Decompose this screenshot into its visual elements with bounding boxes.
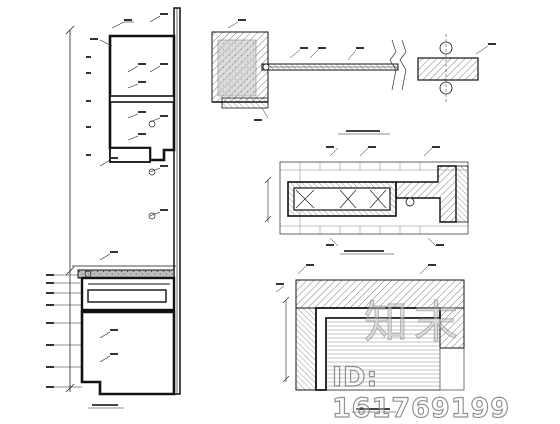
bottom-right-plan-view	[275, 264, 465, 413]
watermark-id: ID: 161769199	[331, 361, 511, 424]
middle-right-plan-view	[264, 146, 469, 255]
watermark-logo: 知末	[364, 297, 464, 349]
left-section-view	[46, 7, 181, 409]
top-right-section-view	[211, 19, 496, 135]
